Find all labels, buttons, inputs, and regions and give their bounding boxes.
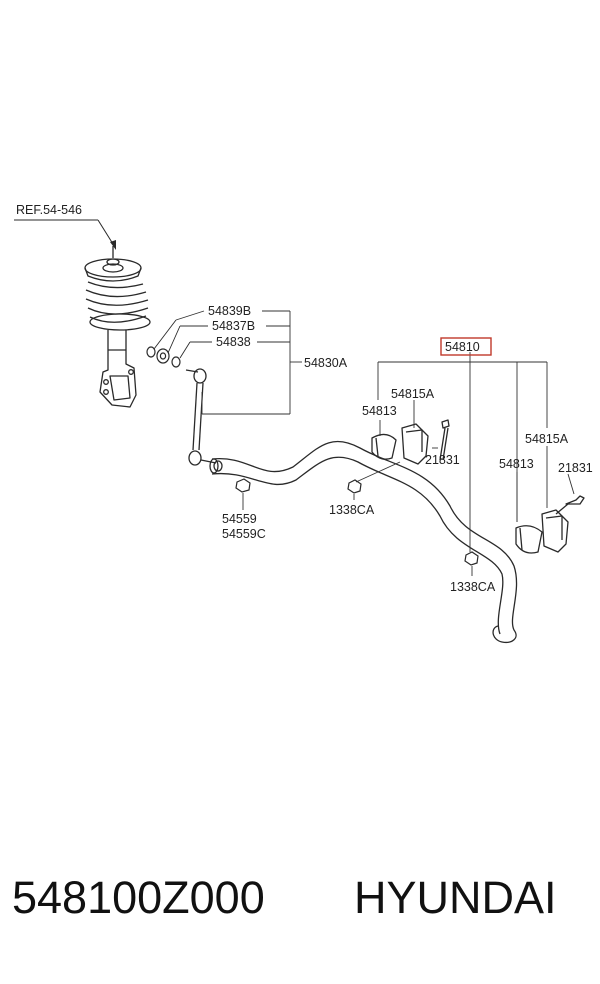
label-54838: 54838 <box>216 335 251 349</box>
nuts-drawing <box>235 478 479 566</box>
brand-text: HYUNDAI <box>354 872 557 923</box>
strut-assembly-drawing <box>14 219 151 408</box>
label-54815a-right: 54815A <box>525 432 569 446</box>
label-54837b: 54837B <box>212 319 255 333</box>
label-21831-left: 21831 <box>425 453 460 467</box>
label-54810[interactable]: 54810 <box>445 340 480 354</box>
label-54830a: 54830A <box>304 356 348 370</box>
bushing-bracket-right-drawing <box>515 495 585 554</box>
highlight-box-54810 <box>440 337 492 356</box>
label-ref: REF.54-546 <box>16 203 82 217</box>
label-54815a-left: 54815A <box>391 387 435 401</box>
label-21831-right: 21831 <box>558 461 593 475</box>
stabilizer-link-drawing <box>185 368 223 472</box>
bushing-bracket-left-drawing <box>371 419 450 465</box>
label-1338ca-left: 1338CA <box>329 503 375 517</box>
label-1338ca-right: 1338CA <box>450 580 496 594</box>
label-54813-right: 54813 <box>499 457 534 471</box>
label-54839b: 54839B <box>208 304 251 318</box>
label-54559c: 54559C <box>222 527 266 541</box>
label-54813-left: 54813 <box>362 404 397 418</box>
link-hardware-drawing <box>146 319 191 368</box>
stabilizer-bar-drawing <box>209 440 518 644</box>
label-54559: 54559 <box>222 512 257 526</box>
part-number-text: 548100Z000 <box>12 872 265 923</box>
leader-lines <box>175 310 575 576</box>
